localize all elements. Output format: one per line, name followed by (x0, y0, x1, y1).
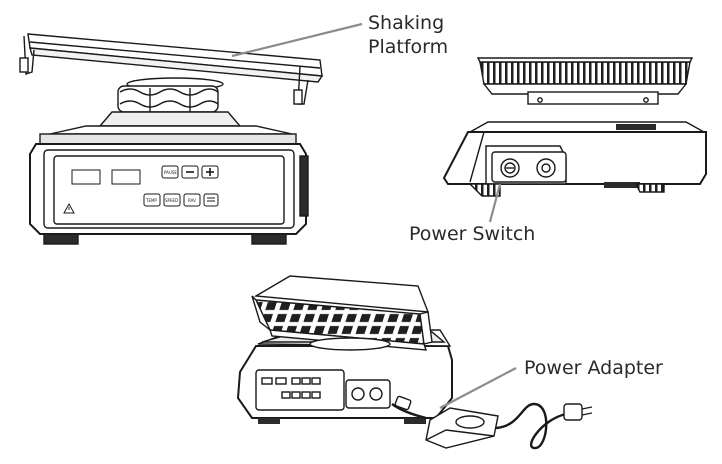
dc-plug (394, 395, 412, 411)
front-view-shaker (19, 33, 324, 245)
temp-button[interactable] (143, 193, 161, 207)
speed-button[interactable] (163, 193, 181, 207)
side-view-shaker (442, 57, 707, 197)
rav-button[interactable] (183, 193, 201, 207)
speed-display (111, 169, 141, 185)
side-shaking-platform (476, 57, 694, 105)
side-base (442, 131, 707, 197)
speed-button-label: SPEED (165, 198, 178, 203)
temperature-display (71, 169, 101, 185)
front-top-plate (39, 125, 297, 145)
timer-icon (207, 197, 215, 202)
temp-button-label: TEMP (145, 198, 157, 203)
ac-cord (495, 402, 567, 450)
dc-inlet (536, 158, 556, 178)
shaking-platform-label-line1: Shaking (368, 12, 445, 34)
power-adapter-label: Power Adapter (524, 357, 663, 379)
shaking-platform-leader (231, 22, 363, 58)
shaking-platform-callout: Shaking Platform (368, 11, 448, 59)
warning-icon (63, 202, 75, 214)
power-switch-knob[interactable] (500, 158, 520, 178)
front-control-panel (63, 165, 219, 214)
power-adapter (391, 395, 593, 450)
shaking-mechanism (98, 77, 242, 127)
iso-base (236, 329, 453, 424)
rav-button-label: RAV (188, 198, 196, 203)
isometric-shaker (236, 275, 453, 424)
power-switch-label: Power Switch (409, 223, 536, 245)
pause-button[interactable] (161, 165, 179, 179)
pause-button-label: PAUSE (164, 170, 177, 175)
timer-button[interactable] (203, 193, 219, 207)
ac-plug (563, 403, 583, 421)
power-adapter-leader (439, 367, 517, 409)
shaking-platform-label-line2: Platform (368, 36, 449, 58)
iso-shaking-platform (251, 275, 433, 351)
front-shaking-platform (19, 33, 324, 105)
side-top-plate (467, 121, 707, 133)
dc-cable (391, 403, 427, 420)
power-switch-leader (488, 183, 502, 223)
